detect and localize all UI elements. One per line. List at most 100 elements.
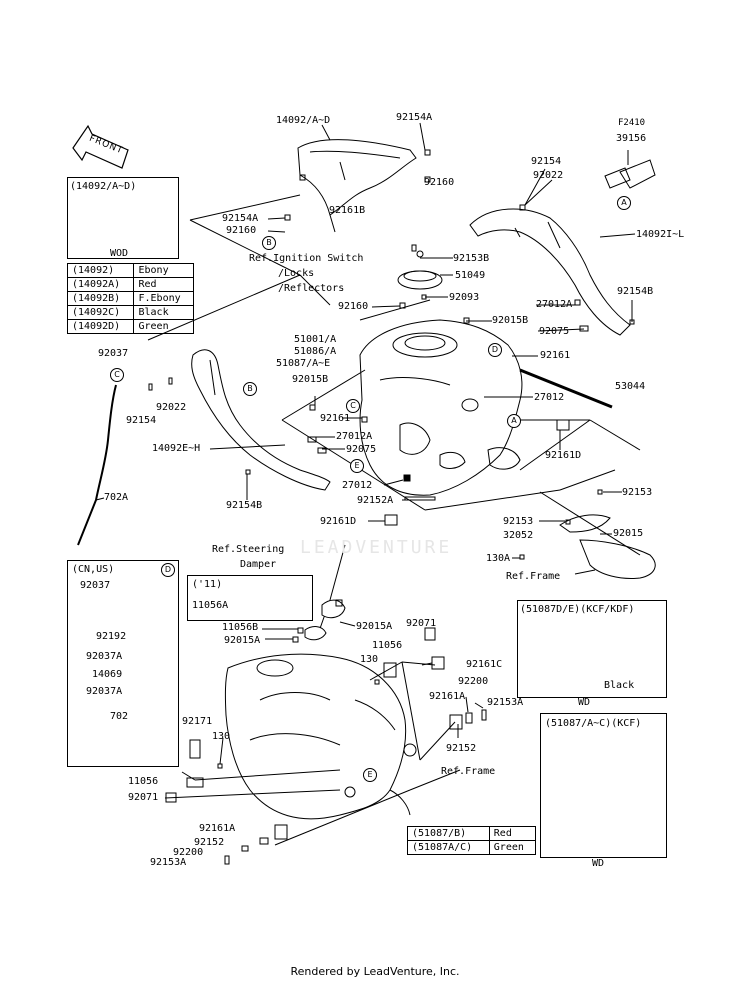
callout-e: E bbox=[363, 768, 377, 782]
part-label: 51087/A~E bbox=[276, 358, 331, 369]
ref-frame-right: Ref.Frame bbox=[506, 571, 561, 582]
inset-kcf-kdf-box bbox=[517, 600, 667, 698]
ref-ignition-line3: /Reflectors bbox=[278, 283, 345, 294]
part-label: 92153B bbox=[453, 253, 490, 264]
part-label: 92075 bbox=[346, 444, 377, 455]
ref-steering-line1: Ref.Steering bbox=[212, 544, 285, 555]
inset-kcf-kdf-color: Black bbox=[604, 680, 635, 691]
part-code-cell: (14092) bbox=[66, 263, 135, 278]
part-label: 92200 bbox=[173, 847, 204, 858]
part-label: 39156 bbox=[616, 133, 647, 144]
inset-cn-us-box bbox=[67, 560, 179, 767]
part-code-cell: (51087/B) bbox=[407, 826, 490, 841]
part-label: 92161D bbox=[545, 450, 582, 461]
part-label: 92015A bbox=[356, 621, 393, 632]
color-table-row: (14092B)F.Ebony bbox=[66, 291, 194, 306]
part-label: 92071 bbox=[128, 792, 159, 803]
part-label: 92153A bbox=[487, 697, 524, 708]
color-table-row: (14092)Ebony bbox=[66, 263, 194, 278]
cowl-color-table: (14092)Ebony(14092A)Red(14092B)F.Ebony(1… bbox=[66, 263, 194, 334]
part-label: 92161A bbox=[199, 823, 236, 834]
inset-wod-footer: WOD bbox=[110, 248, 129, 259]
right-side-cover-part bbox=[469, 208, 631, 336]
callout-c: C bbox=[110, 368, 124, 382]
part-label: 32052 bbox=[503, 530, 534, 541]
part-label: 92160 bbox=[338, 301, 369, 312]
inset-kcf-kdf-header: (51087D/E)(KCF/KDF) bbox=[520, 604, 635, 615]
color-name-cell: Red bbox=[488, 826, 537, 841]
part-label: 92037 bbox=[80, 580, 111, 591]
callout-d: D bbox=[488, 343, 502, 357]
part-code-cell: (51087A/C) bbox=[407, 840, 490, 855]
part-label: 92075 bbox=[539, 326, 570, 337]
inset-kcf-box bbox=[540, 713, 667, 858]
fuel-tank-part bbox=[359, 319, 523, 496]
part-label: 92037 bbox=[98, 348, 129, 359]
part-label: 92154 bbox=[126, 415, 157, 426]
part-label: 130 bbox=[360, 654, 379, 665]
rear-bracket-part bbox=[539, 491, 656, 579]
part-label: 92161 bbox=[540, 350, 571, 361]
part-label: 11056 bbox=[128, 776, 159, 787]
part-label: 11056A bbox=[192, 600, 229, 611]
part-label: 92161A bbox=[429, 691, 466, 702]
part-label: 14092E~H bbox=[152, 443, 201, 454]
callout-c: C bbox=[346, 399, 360, 413]
part-label: 92161 bbox=[320, 413, 351, 424]
callout-b: B bbox=[262, 236, 276, 250]
part-label: 130A bbox=[486, 553, 511, 564]
color-name-cell: Green bbox=[488, 840, 537, 855]
part-label: 27012A bbox=[336, 431, 373, 442]
part-label: 92015B bbox=[492, 315, 529, 326]
part-code-cell: (14092D) bbox=[66, 319, 135, 334]
color-table-row: (51087/B)Red bbox=[407, 826, 537, 841]
part-label: 53044 bbox=[615, 381, 646, 392]
inset-wod-box bbox=[67, 177, 179, 259]
seat-cowl-part bbox=[297, 139, 417, 233]
footer-credit: Rendered by LeadVenture, Inc. bbox=[290, 965, 460, 978]
part-label: 92071 bbox=[406, 618, 437, 629]
color-name-cell: Black bbox=[133, 305, 194, 320]
part-label: 92152 bbox=[446, 743, 477, 754]
part-label: 92154B bbox=[617, 286, 654, 297]
color-table-row: (14092D)Green bbox=[66, 319, 194, 334]
callout-e: E bbox=[350, 459, 364, 473]
part-label: 92200 bbox=[458, 676, 489, 687]
color-name-cell: Red bbox=[133, 277, 194, 292]
watermark: LEADVENTURE bbox=[300, 537, 453, 558]
part-code-cell: (14092C) bbox=[66, 305, 135, 320]
fastener-marks bbox=[148, 149, 635, 865]
part-label: 92037A bbox=[86, 651, 123, 662]
front-arrow-icon bbox=[72, 124, 129, 169]
part-label: 11056 bbox=[372, 640, 403, 651]
figure-code: F2410 bbox=[618, 118, 646, 128]
callout-b: B bbox=[243, 382, 257, 396]
part-label: 130 bbox=[212, 731, 231, 742]
part-label: 27012 bbox=[534, 392, 565, 403]
part-label: 14092/A~D bbox=[276, 115, 331, 126]
part-label: 51086/A bbox=[294, 346, 337, 357]
part-label: 92152A bbox=[357, 495, 394, 506]
part-label: 27012A bbox=[536, 299, 573, 310]
part-label: 51001/A bbox=[294, 334, 337, 345]
sticker-part bbox=[604, 159, 656, 189]
part-label: 92161D bbox=[320, 516, 357, 527]
inset-kcf-header: (51087/A~C)(KCF) bbox=[545, 718, 642, 729]
callout-d: D bbox=[161, 563, 175, 577]
part-label: 51049 bbox=[455, 270, 486, 281]
inset-11-header: ('11) bbox=[192, 579, 223, 590]
part-label: 92153 bbox=[622, 487, 653, 498]
inset-kcf-wd: WD bbox=[592, 858, 605, 869]
part-label: 27012 bbox=[342, 480, 373, 491]
color-table-row: (14092A)Red bbox=[66, 277, 194, 292]
part-label: 92160 bbox=[226, 225, 257, 236]
fuel-cap-part bbox=[397, 250, 443, 290]
main-frame-part bbox=[224, 653, 417, 820]
part-label: 92152 bbox=[194, 837, 225, 848]
color-name-cell: Green bbox=[133, 319, 194, 334]
part-label: 92154B bbox=[226, 500, 263, 511]
color-name-cell: F.Ebony bbox=[133, 291, 194, 306]
part-label: 92093 bbox=[449, 292, 480, 303]
part-label: 14069 bbox=[92, 669, 123, 680]
